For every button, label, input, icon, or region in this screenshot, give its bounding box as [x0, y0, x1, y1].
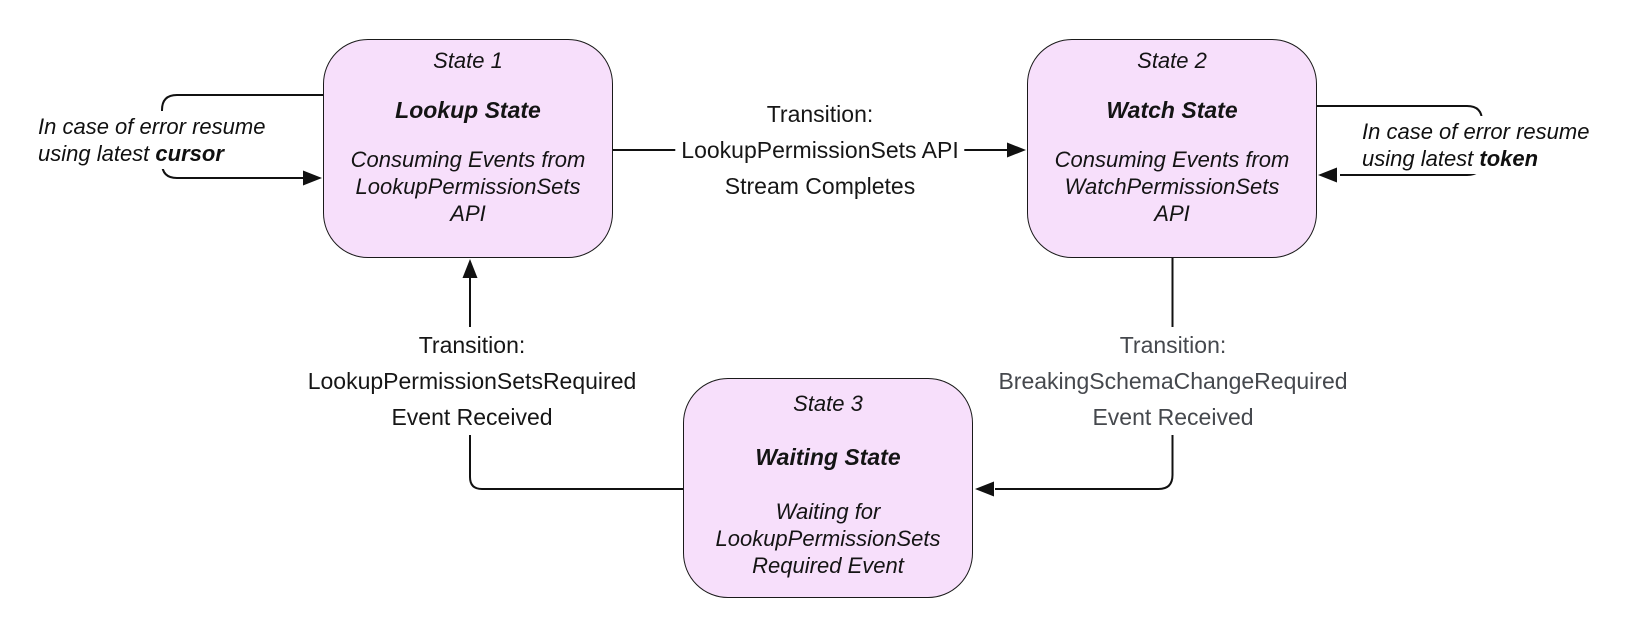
arrow-state2-to-state3: [995, 258, 1174, 490]
error-annotation-token-emphasis: token: [1479, 146, 1539, 171]
arrowhead-into-state2: [1007, 142, 1026, 158]
arrowhead-loop-into-state2: [1318, 167, 1337, 183]
transition-label-breaking-schema-change: Transition: BreakingSchemaChangeRequired…: [992, 327, 1354, 435]
transition-label-lookup-required: Transition: LookupPermissionSetsRequired…: [301, 327, 643, 435]
state-3-title: Waiting State: [755, 444, 901, 470]
state-1-body: Consuming Events from LookupPermissionSe…: [350, 147, 586, 226]
error-annotation-cursor: In case of error resume using latest cur…: [34, 111, 270, 169]
error-annotation-cursor-text: In case of error resume using latest: [38, 114, 266, 166]
state-2-body: Consuming Events from WatchPermissionSet…: [1054, 147, 1290, 226]
state-1-label: State 1: [433, 48, 503, 73]
state-3-label: State 3: [793, 391, 863, 416]
state-2-title: Watch State: [1106, 97, 1238, 123]
error-annotation-token: In case of error resume using latest tok…: [1358, 116, 1594, 174]
state-1-node: State 1 Lookup State Consuming Events fr…: [323, 39, 613, 258]
state-2-label: State 2: [1137, 48, 1207, 73]
arrow-state3-to-state1: [469, 278, 683, 490]
arrowhead-into-state3: [975, 481, 994, 497]
error-annotation-cursor-emphasis: cursor: [155, 141, 224, 166]
state-3-body: Waiting for LookupPermissionSets Require…: [715, 499, 941, 578]
arrowhead-loop-into-state1: [303, 170, 322, 186]
state-2-node: State 2 Watch State Consuming Events fro…: [1027, 39, 1317, 258]
error-annotation-token-text: In case of error resume using latest: [1362, 119, 1590, 171]
arrowhead-into-state1-bottom: [462, 259, 478, 278]
transition-label-stream-completes: Transition: LookupPermissionSets API Str…: [675, 96, 965, 204]
state-1-title: Lookup State: [395, 97, 541, 123]
state-3-node: State 3 Waiting State Waiting for Lookup…: [683, 378, 973, 598]
